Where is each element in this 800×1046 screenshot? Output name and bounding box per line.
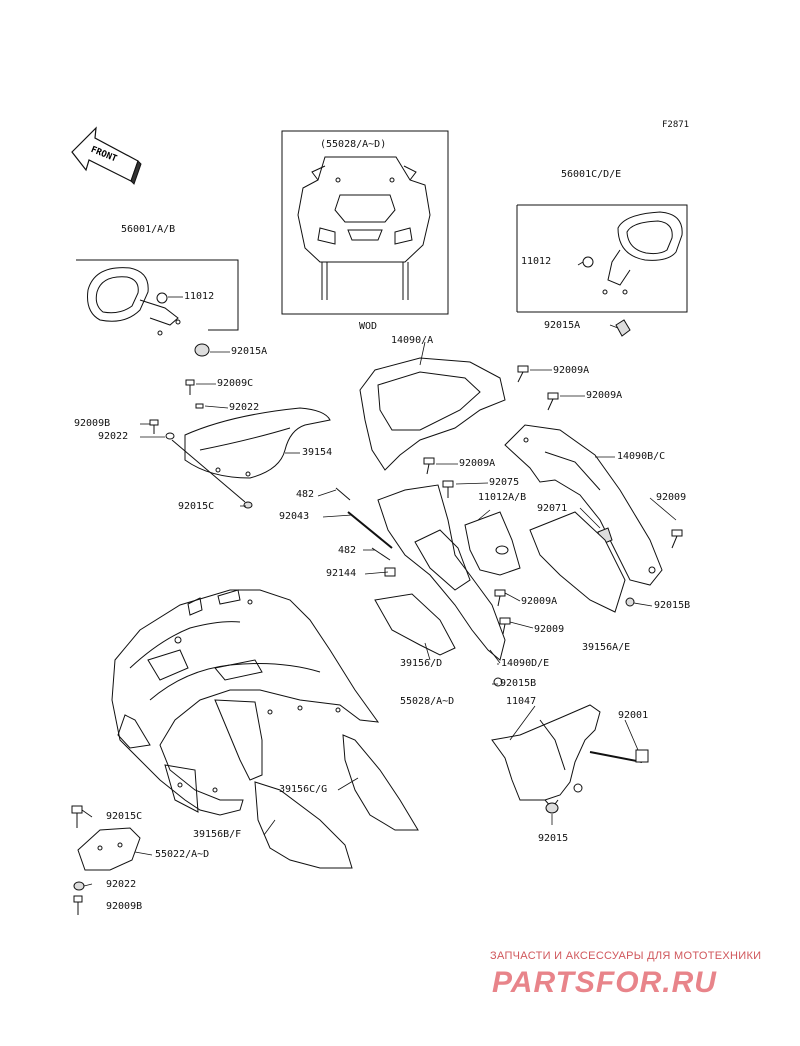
label-spring-482-top: 482 bbox=[296, 489, 315, 500]
label-nut-92015c: 92015C bbox=[178, 501, 215, 512]
leader-lines bbox=[81, 261, 677, 887]
side-cover-right-icon bbox=[504, 424, 663, 586]
watermark-logo: PARTSFOR.RU bbox=[492, 966, 717, 999]
label-bolt-92009b-bottom: 92009B bbox=[106, 901, 143, 912]
label-bracket-55022: 55022/A~D bbox=[155, 849, 210, 860]
label-grommet-92071: 92071 bbox=[537, 503, 568, 514]
mirror-left-icon bbox=[87, 267, 210, 357]
label-bolt-92009a-right: 92009A bbox=[586, 390, 623, 401]
label-pad-39156bf: 39156B/F bbox=[193, 829, 242, 840]
label-windshield-code: WOD bbox=[359, 321, 378, 332]
label-windshield-part: 39154 bbox=[302, 447, 333, 458]
label-bolt-92009a-mid: 92009A bbox=[459, 458, 496, 469]
inner-panel-icon bbox=[377, 484, 626, 661]
cowling-set-icon bbox=[297, 156, 431, 300]
figure-code: F2871 bbox=[662, 120, 690, 130]
watermark-caption: ЗАПЧАСТИ И АКСЕССУАРЫ ДЛЯ МОТОТЕХНИКИ bbox=[490, 950, 762, 962]
label-bolt-92001: 92001 bbox=[618, 710, 649, 721]
label-bolt-92009b-left: 92009B bbox=[74, 418, 111, 429]
cowling-set-box bbox=[281, 130, 449, 315]
mirror-right-frame bbox=[595, 204, 688, 313]
label-washer-92022-top: 92022 bbox=[229, 402, 260, 413]
label-clip-92075: 92075 bbox=[489, 477, 520, 488]
label-pad-39156cg: 39156C/G bbox=[279, 784, 328, 795]
mirror-left-frame bbox=[76, 259, 239, 331]
label-nut-92015: 92015 bbox=[538, 833, 569, 844]
label-bolt-92009-lower: 92009 bbox=[534, 624, 565, 635]
front-arrow-icon bbox=[71, 126, 142, 185]
label-mirror-right-nut: 92015A bbox=[544, 320, 581, 331]
label-rod-92043: 92043 bbox=[279, 511, 310, 522]
label-nut-92015b-lower: 92015B bbox=[500, 678, 537, 689]
label-bolt-92009c: 92009C bbox=[217, 378, 254, 389]
windshield-icon bbox=[184, 407, 331, 479]
hardware-left-icon bbox=[149, 379, 253, 509]
stay-bracket-icon bbox=[491, 704, 649, 814]
label-cover-14090bc: 14090B/C bbox=[617, 451, 666, 462]
lower-bracket-icon bbox=[71, 805, 141, 915]
label-bracket-11047: 11047 bbox=[506, 696, 537, 707]
pad-bf-icon bbox=[254, 781, 353, 869]
label-cowling-set-top: (55028/A~D) bbox=[320, 139, 387, 150]
label-meter-cover: 14090/A bbox=[391, 335, 434, 346]
label-nut-92015c-bottom: 92015C bbox=[106, 811, 143, 822]
mirror-right-icon bbox=[582, 211, 683, 337]
label-clip-92144: 92144 bbox=[326, 568, 357, 579]
label-mirror-left: 56001/A/B bbox=[121, 224, 176, 235]
label-cover-14090de: 14090D/E bbox=[501, 658, 550, 669]
main-cowling-icon bbox=[111, 589, 380, 816]
label-mirror-right: 56001C/D/E bbox=[561, 169, 622, 180]
label-mirror-left-nut: 92015A bbox=[231, 346, 268, 357]
label-cowling-set-mid: 55028/A~D bbox=[400, 696, 455, 707]
label-washer-92022-bottom: 92022 bbox=[106, 879, 137, 890]
springs-icon bbox=[335, 487, 511, 687]
label-cap-11012ab: 11012A/B bbox=[478, 492, 527, 503]
label-mirror-right-cap: 11012 bbox=[521, 256, 552, 267]
label-pad-39156d: 39156/D bbox=[400, 658, 443, 669]
label-nut-92015b-right: 92015B bbox=[654, 600, 691, 611]
label-mirror-left-cap: 11012 bbox=[184, 291, 215, 302]
label-spring-482-bottom: 482 bbox=[338, 545, 357, 556]
label-pad-39156ae: 39156A/E bbox=[582, 642, 631, 653]
label-bolt-92009-right: 92009 bbox=[656, 492, 687, 503]
label-washer-92022-left: 92022 bbox=[98, 431, 129, 442]
label-bolt-92009a-top: 92009A bbox=[553, 365, 590, 376]
meter-cover-icon bbox=[359, 357, 506, 471]
label-bolt-92009a-lower: 92009A bbox=[521, 596, 558, 607]
pad-d-icon bbox=[374, 593, 456, 656]
pad-cg-icon bbox=[342, 734, 419, 831]
